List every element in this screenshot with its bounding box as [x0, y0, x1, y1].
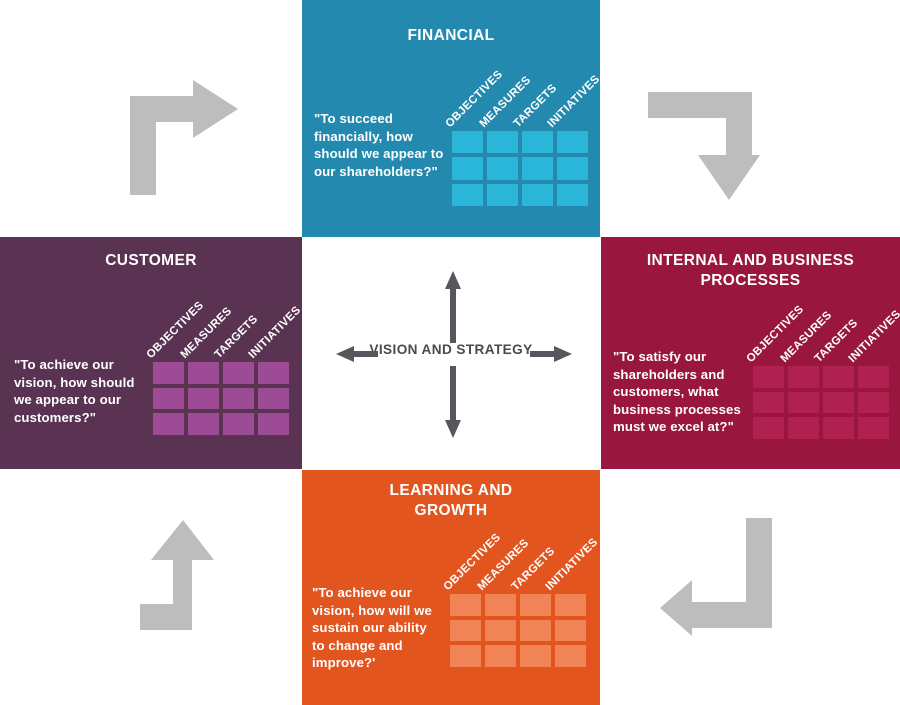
matrix-cell[interactable] — [452, 157, 483, 180]
matrix-cell[interactable] — [487, 183, 518, 206]
flow-arrow-top-left — [130, 80, 238, 195]
matrix-cell[interactable] — [858, 417, 889, 439]
quadrant-learning-title: LEARNING AND GROWTH — [389, 482, 513, 519]
quadrant-financial[interactable]: FINANCIAL "To succeed financially, how s… — [302, 0, 600, 237]
quadrant-internal-business-processes[interactable]: INTERNAL AND BUSINESS PROCESSES "To sati… — [601, 237, 900, 469]
matrix-financial[interactable] — [452, 131, 588, 206]
matrix-learning[interactable] — [450, 594, 586, 667]
arrow-up-icon — [445, 271, 461, 343]
matrix-cell[interactable] — [522, 183, 553, 206]
quadrant-customer-question: "To achieve our vision, how should we ap… — [14, 357, 135, 425]
matrix-cell[interactable] — [258, 387, 289, 410]
matrix-customer[interactable] — [153, 362, 289, 435]
matrix-cell[interactable] — [450, 619, 481, 642]
matrix-cell[interactable] — [557, 131, 588, 154]
quadrant-internal-question: "To satisfy our shareholders and custome… — [613, 349, 741, 434]
matrix-cell[interactable] — [450, 645, 481, 667]
column-header-initiatives: INITIATIVES — [545, 73, 600, 130]
arrow-down-icon — [445, 366, 461, 438]
matrix-cell[interactable] — [753, 366, 784, 388]
quadrant-financial-title: FINANCIAL — [407, 27, 495, 44]
matrix-cell[interactable] — [858, 366, 889, 388]
arrow-left-icon — [336, 346, 378, 362]
matrix-cell[interactable] — [555, 645, 586, 667]
matrix-cell[interactable] — [557, 183, 588, 206]
matrix-cell[interactable] — [555, 619, 586, 642]
matrix-cell[interactable] — [522, 131, 553, 154]
matrix-cell[interactable] — [555, 594, 586, 616]
column-header-objectives: OBJECTIVES — [744, 303, 807, 365]
matrix-cell[interactable] — [153, 413, 184, 435]
matrix-cell[interactable] — [485, 594, 516, 616]
matrix-cell[interactable] — [487, 131, 518, 154]
column-header-initiatives: INITIATIVES — [543, 536, 600, 593]
matrix-cell[interactable] — [485, 619, 516, 642]
matrix-cell[interactable] — [450, 594, 481, 616]
matrix-cell[interactable] — [788, 366, 819, 388]
matrix-cell[interactable] — [487, 157, 518, 180]
flow-arrow-bottom-left — [140, 520, 255, 630]
matrix-cell[interactable] — [823, 366, 854, 388]
matrix-cell[interactable] — [788, 391, 819, 414]
matrix-cell[interactable] — [823, 417, 854, 439]
matrix-internal[interactable] — [753, 366, 889, 439]
column-header-objectives: OBJECTIVES — [144, 299, 207, 361]
matrix-cell[interactable] — [753, 417, 784, 439]
matrix-cell[interactable] — [788, 417, 819, 439]
quadrant-customer[interactable]: CUSTOMER "To achieve our vision, how sho… — [0, 237, 302, 469]
matrix-cell[interactable] — [858, 391, 889, 414]
matrix-cell[interactable] — [258, 362, 289, 384]
matrix-cell[interactable] — [223, 387, 254, 410]
matrix-cell[interactable] — [153, 362, 184, 384]
matrix-cell[interactable] — [223, 362, 254, 384]
matrix-cell[interactable] — [452, 131, 483, 154]
matrix-cell[interactable] — [452, 183, 483, 206]
matrix-cell[interactable] — [823, 391, 854, 414]
quadrant-customer-title: CUSTOMER — [105, 252, 197, 269]
matrix-cell[interactable] — [153, 387, 184, 410]
column-header-initiatives: INITIATIVES — [246, 304, 302, 361]
quadrant-internal-title: INTERNAL AND BUSINESS PROCESSES — [646, 252, 855, 289]
column-header-objectives: OBJECTIVES — [441, 531, 504, 593]
quadrant-learning-and-growth[interactable]: LEARNING AND GROWTH "To achieve our visi… — [302, 470, 600, 705]
matrix-cell[interactable] — [258, 413, 289, 435]
column-header-objectives: OBJECTIVES — [443, 68, 506, 130]
matrix-cell[interactable] — [520, 594, 551, 616]
matrix-cell[interactable] — [485, 645, 516, 667]
flow-arrow-bottom-right — [660, 518, 772, 636]
quadrant-learning-question: "To achieve our vision, how will we sust… — [312, 585, 432, 670]
flow-arrow-top-right — [648, 92, 760, 200]
matrix-cell[interactable] — [188, 362, 219, 384]
arrow-right-icon — [530, 346, 572, 362]
column-header-initiatives: INITIATIVES — [846, 308, 900, 365]
matrix-cell[interactable] — [223, 413, 254, 435]
matrix-cell[interactable] — [522, 157, 553, 180]
matrix-cell[interactable] — [520, 619, 551, 642]
matrix-cell[interactable] — [753, 391, 784, 414]
matrix-cell[interactable] — [188, 387, 219, 410]
matrix-cell[interactable] — [188, 413, 219, 435]
vision-and-strategy-label: VISION AND STRATEGY — [369, 342, 533, 357]
matrix-cell[interactable] — [557, 157, 588, 180]
quadrant-financial-question: "To succeed financially, how should we a… — [314, 111, 444, 179]
vision-and-strategy-center: VISION AND STRATEGY — [302, 238, 600, 469]
matrix-cell[interactable] — [520, 645, 551, 667]
